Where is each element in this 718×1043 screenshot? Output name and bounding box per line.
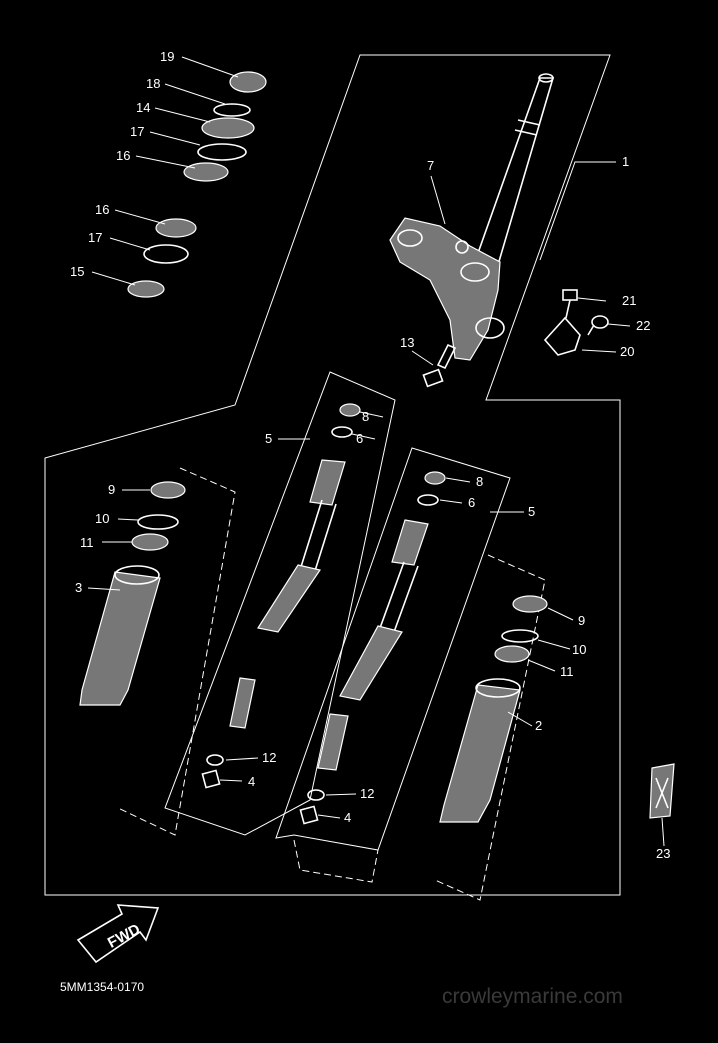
callout-2: 2	[535, 718, 542, 733]
callout-8: 8	[476, 474, 483, 489]
callout-15: 15	[70, 264, 84, 279]
callout-4: 4	[248, 774, 255, 789]
callout-22: 22	[636, 318, 650, 333]
callout-10: 10	[95, 511, 109, 526]
callout-6: 6	[356, 431, 363, 446]
callout-12: 12	[262, 750, 276, 765]
left-fork-dashed-box	[117, 467, 236, 836]
callout-5: 5	[528, 504, 535, 519]
steering-stem	[470, 73, 555, 276]
callout-17: 17	[130, 124, 144, 139]
inner-tube-box-left	[164, 371, 396, 836]
right-fork-dashed-box	[434, 554, 546, 901]
callout-1: 1	[622, 154, 629, 169]
callout-19: 19	[160, 49, 174, 64]
callout-9: 9	[108, 482, 115, 497]
callout-21: 21	[622, 293, 636, 308]
left-outer-tube	[79, 481, 186, 706]
callout-labels: 1234455667889910101111121213141516161717…	[70, 49, 670, 861]
callout-11: 11	[560, 664, 574, 679]
callout-17: 17	[88, 230, 102, 245]
callout-6: 6	[468, 495, 475, 510]
callout-7: 7	[427, 158, 434, 173]
callout-16: 16	[116, 148, 130, 163]
leader-lines	[87, 56, 665, 847]
lower-dashed-right	[293, 839, 379, 883]
callout-4: 4	[344, 810, 351, 825]
assembly-outline	[44, 54, 621, 896]
callout-8: 8	[362, 409, 369, 424]
fwd-label: FWD	[105, 921, 143, 952]
callout-5: 5	[265, 431, 272, 446]
inner-tube-box-right	[275, 447, 511, 851]
cable-guide-assembly	[543, 289, 609, 356]
watermark: crowleymarine.com	[442, 985, 623, 1008]
under-bracket	[389, 217, 505, 361]
callout-9: 9	[578, 613, 585, 628]
callout-13: 13	[400, 335, 414, 350]
bolt-13	[422, 343, 457, 388]
callout-18: 18	[146, 76, 160, 91]
callout-14: 14	[136, 100, 150, 115]
steering-head-bearing-stack	[127, 71, 267, 298]
callout-16: 16	[95, 202, 109, 217]
right-outer-tube	[439, 595, 548, 823]
callout-12: 12	[360, 786, 374, 801]
diagram-code: 5MM1354-0170	[60, 980, 144, 994]
callout-20: 20	[620, 344, 634, 359]
right-inner-tube	[299, 471, 446, 825]
callout-23: 23	[656, 846, 670, 861]
fwd-arrow: FWD	[76, 904, 160, 964]
callout-11: 11	[80, 535, 94, 550]
left-inner-tube	[201, 403, 361, 789]
callout-3: 3	[75, 580, 82, 595]
reflector-23	[649, 763, 675, 819]
callout-10: 10	[572, 642, 586, 657]
